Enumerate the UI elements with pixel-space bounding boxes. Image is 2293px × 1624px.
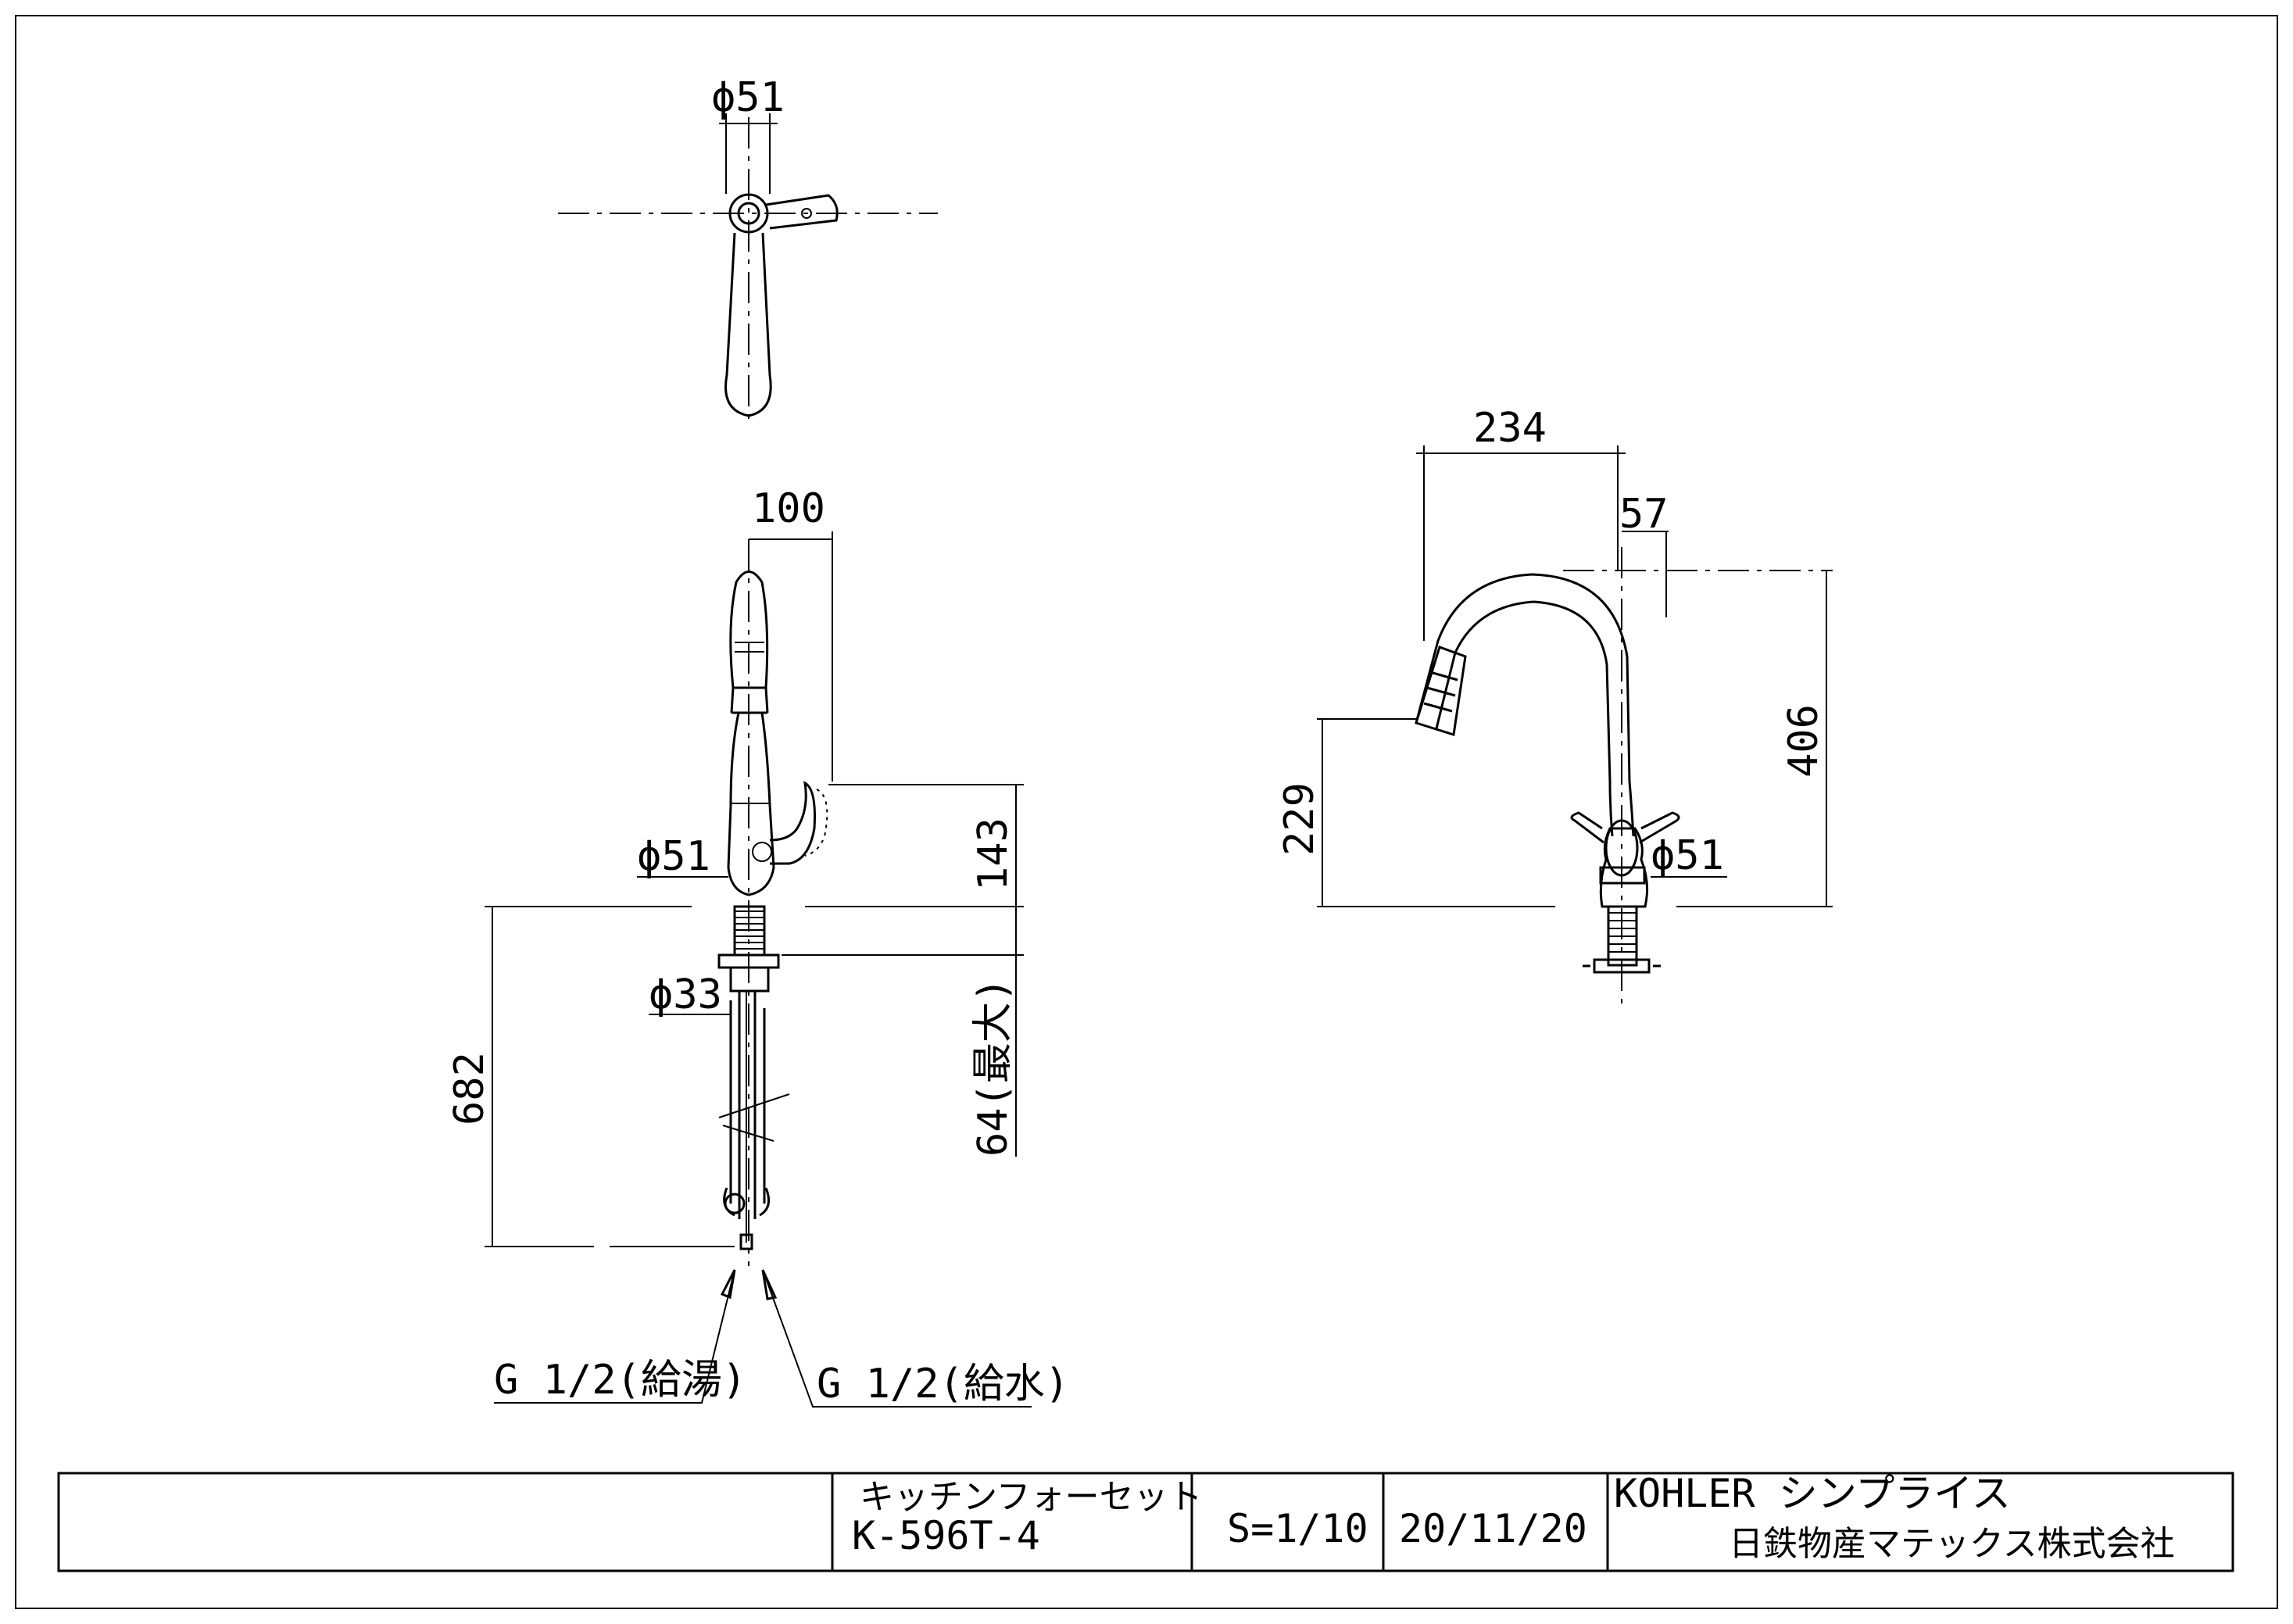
drawing-date: 20/11/20	[1399, 1506, 1587, 1551]
title-block: キッチンフォーセット K-596T-4 S=1/10 20/11/20 KOHL…	[57, 1471, 2234, 1572]
brand-name: KOHLER シンプライス	[1614, 1471, 2011, 1516]
drawing-scale: S=1/10	[1227, 1506, 1368, 1551]
dim-shank-dia: ϕ33	[649, 971, 722, 1018]
top-view: ϕ51	[558, 74, 938, 422]
dim-100: 100	[752, 485, 825, 532]
dim-overall-length: 682	[446, 1052, 493, 1125]
dim-spout-height: 406	[1780, 704, 1827, 778]
dim-143: 143	[970, 817, 1017, 891]
dim-thickness-max: 64(最大)	[970, 978, 1017, 1157]
dim-top-dia: ϕ51	[711, 74, 785, 121]
model-number: K-596T-4	[852, 1513, 1040, 1558]
hot-connection-label: G 1/2(給湯)	[494, 1357, 746, 1404]
front-view: 100 ϕ51 ϕ33 682 143 64(最大) G 1/2(給湯) G 1…	[446, 485, 1069, 1408]
dim-reach: 234	[1473, 405, 1547, 452]
dim-body-dia-front: ϕ51	[637, 833, 710, 880]
side-view: 234 57 406 229 ϕ51	[1276, 405, 1833, 1004]
sheet-border	[15, 15, 2278, 1609]
dim-spout-clear-height: 229	[1276, 782, 1323, 856]
dim-offset-57: 57	[1619, 491, 1669, 538]
dim-body-dia-side: ϕ51	[1651, 832, 1724, 879]
product-name: キッチンフォーセット	[860, 1477, 1203, 1517]
company-name: 日鉄物産マテックス株式会社	[1729, 1524, 2175, 1564]
cold-connection-label: G 1/2(給水)	[817, 1361, 1069, 1408]
